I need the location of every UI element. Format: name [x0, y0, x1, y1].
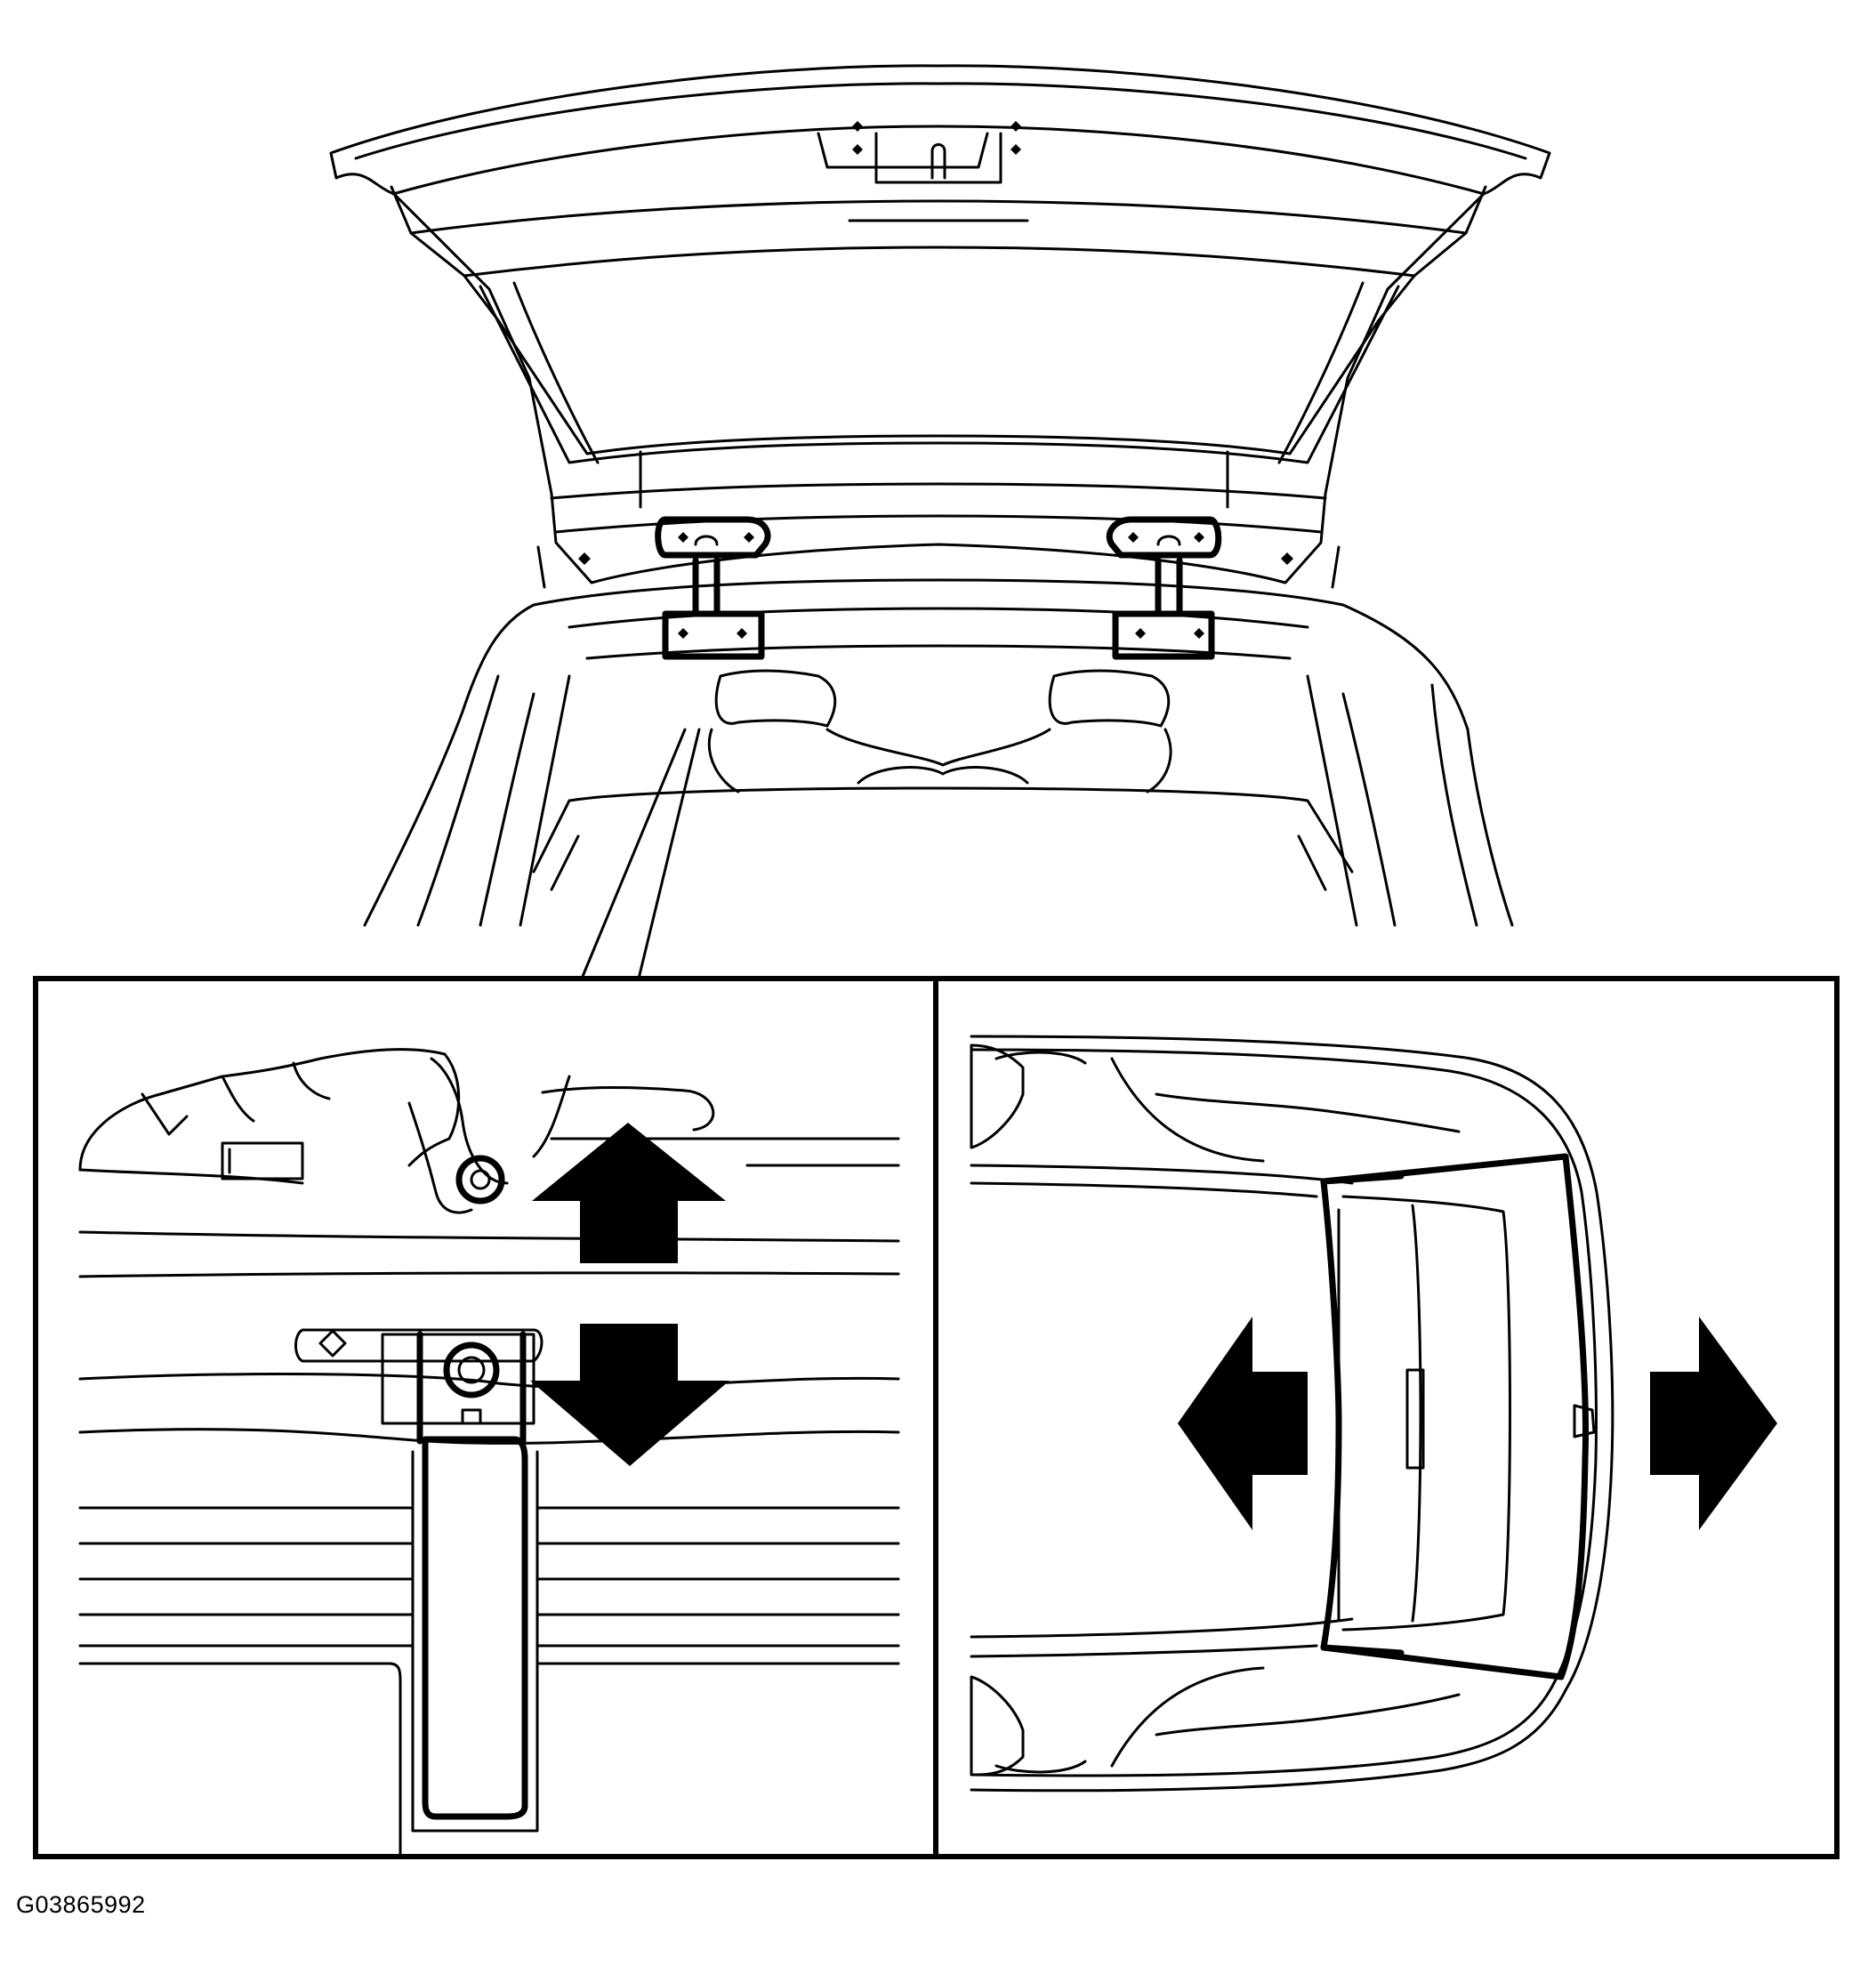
liftgate-overview	[329, 64, 1551, 980]
right-hinge-icon	[1106, 516, 1222, 660]
arrow-left-icon	[1178, 1317, 1308, 1530]
hinge-bolt-detail	[78, 1048, 900, 1858]
arrow-up-icon	[532, 1123, 726, 1263]
arrow-down-icon	[530, 1324, 729, 1466]
figure-id-label: G03865992	[16, 1891, 146, 1918]
vehicle-top-view	[970, 1035, 1777, 1793]
arrow-right-icon	[1650, 1317, 1777, 1530]
